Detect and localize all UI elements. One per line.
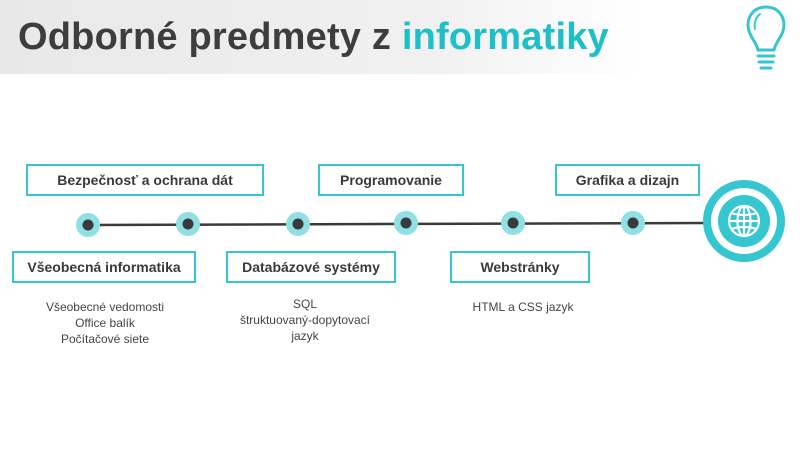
- globe-icon: [703, 180, 785, 262]
- step-details-vseobecna-informatika: Všeobecné vedomosti Office balík Počítač…: [20, 299, 190, 347]
- detail-line: Počítačové siete: [60, 332, 150, 346]
- step-label-vseobecna-informatika: Všeobecná informatika: [12, 251, 196, 283]
- detail-line: jazyk: [291, 329, 319, 343]
- detail-line: Všeobecné vedomosti: [45, 300, 165, 314]
- timeline-dot-6: [621, 211, 645, 235]
- detail-line: HTML a CSS jazyk: [472, 300, 574, 314]
- timeline-dot-1: [76, 213, 100, 237]
- detail-line: štruktuovaný-dopytovací: [239, 313, 371, 327]
- timeline-dot-2: [176, 212, 200, 236]
- timeline-dot-3: [286, 212, 310, 236]
- timeline-dot-5: [501, 211, 525, 235]
- title-part-1: Odborné predmety z: [18, 16, 402, 58]
- lightbulb-icon: [746, 5, 786, 70]
- step-label-programovanie: Programovanie: [318, 164, 464, 196]
- header-band: [0, 0, 800, 74]
- step-label-databazove-systemy: Databázové systémy: [226, 251, 396, 283]
- detail-line: SQL: [292, 297, 317, 311]
- title-part-2: informatiky: [401, 16, 609, 58]
- page-title: Odborné predmety z informatiky: [18, 14, 609, 60]
- detail-line: Office balík: [75, 316, 135, 330]
- step-details-webstranky: HTML a CSS jazyk: [448, 299, 598, 315]
- step-label-webstranky: Webstránky: [450, 251, 590, 283]
- step-details-databazove-systemy: SQL štruktuovaný-dopytovací jazyk: [222, 296, 388, 344]
- step-label-bezpecnost: Bezpečnosť a ochrana dát: [26, 164, 264, 196]
- step-label-grafika-a-dizajn: Grafika a dizajn: [555, 164, 700, 196]
- timeline-dot-4: [394, 211, 418, 235]
